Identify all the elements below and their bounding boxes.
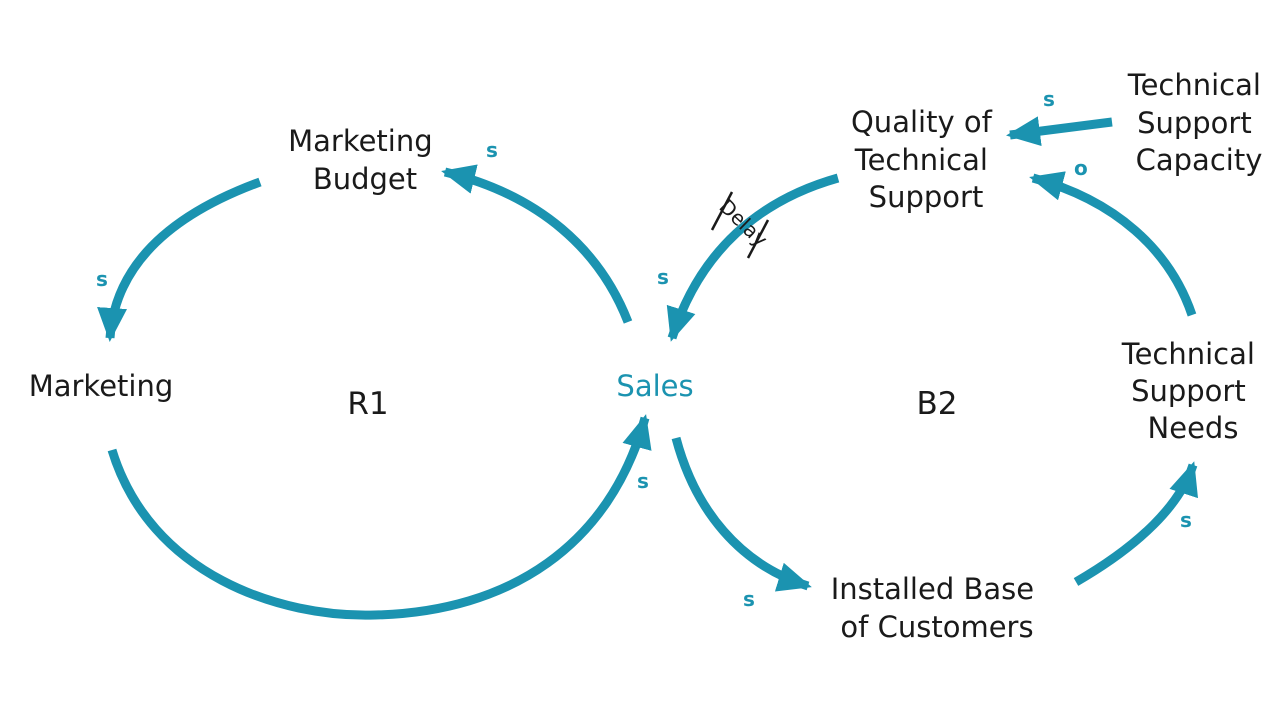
node-installed-base-of-customers: Installed Base of Customers [831,572,1044,644]
polarity-needs-to-quality: o [1074,156,1088,180]
polarity-budget-to-marketing: s [96,267,108,291]
delay-bar-right [746,219,770,259]
delay-bar-left [710,191,734,231]
node-sales: Sales [616,369,693,403]
arrow-support-capacity-to-quality-support [1006,116,1113,147]
polarity-capacity-to-quality: s [1043,87,1055,111]
polarity-quality-to-sales: s [657,265,669,289]
node-quality-of-technical-support: Quality of Technical Support [851,105,1001,214]
arrow-quality-support-to-sales [666,173,840,342]
arrow-marketing-to-sales [107,414,652,620]
loop-label-balancing: B2 [917,386,958,422]
node-marketing: Marketing [29,369,174,403]
arrow-sales-to-installed-base [671,436,812,592]
polarity-marketing-to-sales: s [637,469,649,493]
arrow-support-needs-to-quality-support [1029,171,1197,317]
node-technical-support-capacity: Technical Support Capacity [1127,68,1270,177]
polarity-sales-to-budget: s [486,138,498,162]
node-marketing-budget: Marketing Budget [288,124,442,196]
arrow-marketing-budget-to-marketing [97,177,262,342]
polarity-sales-to-base: s [743,587,755,611]
polarity-base-to-needs: s [1180,508,1192,532]
arrow-installed-base-to-support-needs [1073,461,1198,586]
node-technical-support-needs: Technical Support Needs [1121,337,1264,445]
loop-label-reinforcing: R1 [347,386,388,422]
arrow-sales-to-marketing-budget [441,164,633,324]
